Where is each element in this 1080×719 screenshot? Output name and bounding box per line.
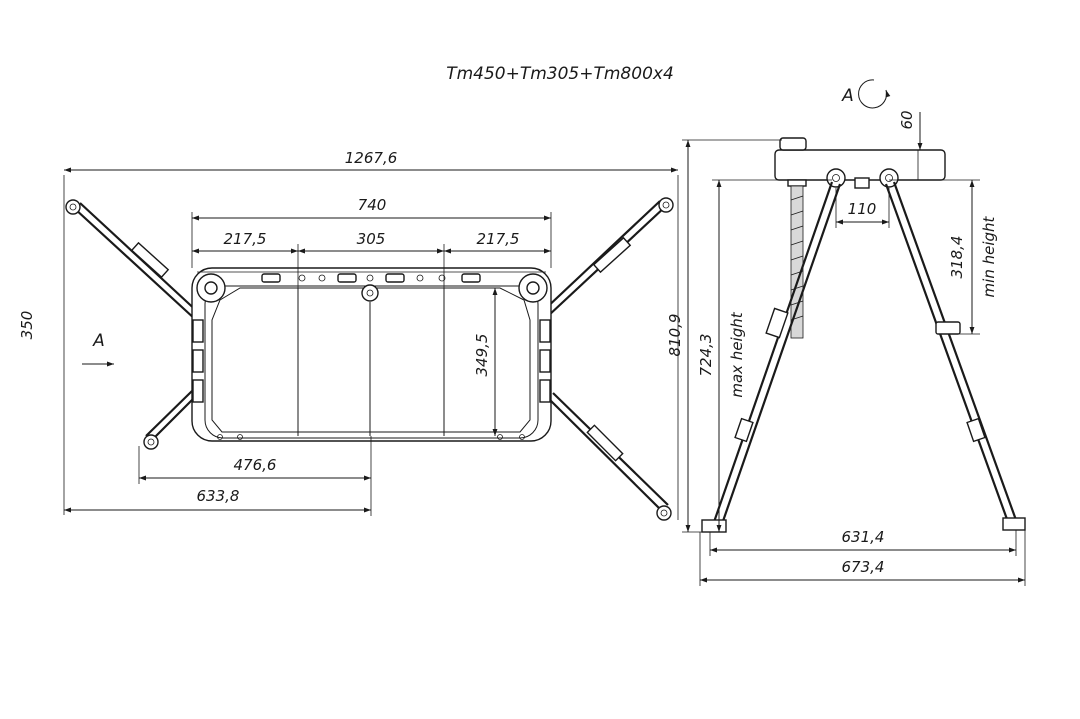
leg-top-left bbox=[65, 199, 201, 321]
dim-max-height: 724,3 max height bbox=[697, 179, 832, 532]
dim-label-frame-width: 740 bbox=[358, 196, 387, 214]
dim-frame-depth: 349,5 bbox=[473, 288, 498, 436]
dim-label-top-offset: 60 bbox=[898, 110, 916, 129]
rotation-marker-a: A bbox=[841, 79, 891, 109]
dim-sections: 217,5 305 217,5 bbox=[192, 230, 551, 290]
view-marker-a: A bbox=[82, 331, 114, 367]
dim-foot-outer: 673,4 bbox=[699, 530, 1026, 586]
dim-label-frame-depth: 349,5 bbox=[473, 334, 491, 377]
dim-overall-width: 1267,6 bbox=[63, 149, 679, 520]
dim-label-mid-section: 305 bbox=[357, 230, 386, 248]
dim-label-min-height: min height bbox=[980, 215, 998, 297]
dim-label-foot-inner: 631,4 bbox=[842, 528, 885, 546]
dim-top-offset: 60 bbox=[898, 110, 923, 150]
dim-min-height: 318,4 min height bbox=[889, 179, 998, 335]
dim-half-frame: 476,6 bbox=[138, 436, 372, 516]
dim-label-right-section: 217,5 bbox=[477, 230, 520, 248]
dim-frame-width: 740 bbox=[191, 196, 552, 268]
dim-label-min-height-value: 318,4 bbox=[948, 236, 966, 279]
top-view: 1267,6 740 217,5 305 217,5 349,5 350 bbox=[18, 149, 679, 521]
dim-label-half-overall: 633,8 bbox=[197, 487, 240, 505]
dim-label-overall-width: 1267,6 bbox=[345, 149, 398, 167]
dim-pivot-spacing: 110 bbox=[835, 188, 890, 228]
dim-label-max-height-value: 724,3 bbox=[697, 334, 715, 377]
rotation-marker-label: A bbox=[841, 86, 854, 106]
threaded-rod bbox=[790, 185, 804, 339]
dim-foot-inner: 631,4 bbox=[709, 528, 1017, 556]
view-marker-a-label: A bbox=[92, 331, 105, 351]
leg-side-left bbox=[701, 181, 842, 533]
dim-total-height: 810,9 bbox=[666, 139, 782, 533]
side-view: A bbox=[666, 79, 1026, 586]
tray-frame bbox=[191, 267, 552, 442]
leg-bottom-left bbox=[143, 390, 197, 450]
drawing-title: Tm450+Tm305+Tm800x4 bbox=[446, 64, 674, 84]
dim-label-max-height: max height bbox=[728, 311, 746, 397]
leg-side-right bbox=[884, 181, 1026, 531]
dim-label-foot-outer: 673,4 bbox=[842, 558, 885, 576]
leg-top-right bbox=[542, 197, 674, 317]
dim-half-overall: 633,8 bbox=[64, 487, 371, 513]
dim-label-total-height: 810,9 bbox=[666, 314, 684, 357]
leg-bottom-right bbox=[547, 392, 672, 521]
dim-label-left-section: 217,5 bbox=[224, 230, 267, 248]
dim-label-depth-overall: 350 bbox=[18, 311, 36, 340]
dim-label-pivot-spacing: 110 bbox=[848, 200, 877, 218]
dim-label-half-frame: 476,6 bbox=[234, 456, 277, 474]
